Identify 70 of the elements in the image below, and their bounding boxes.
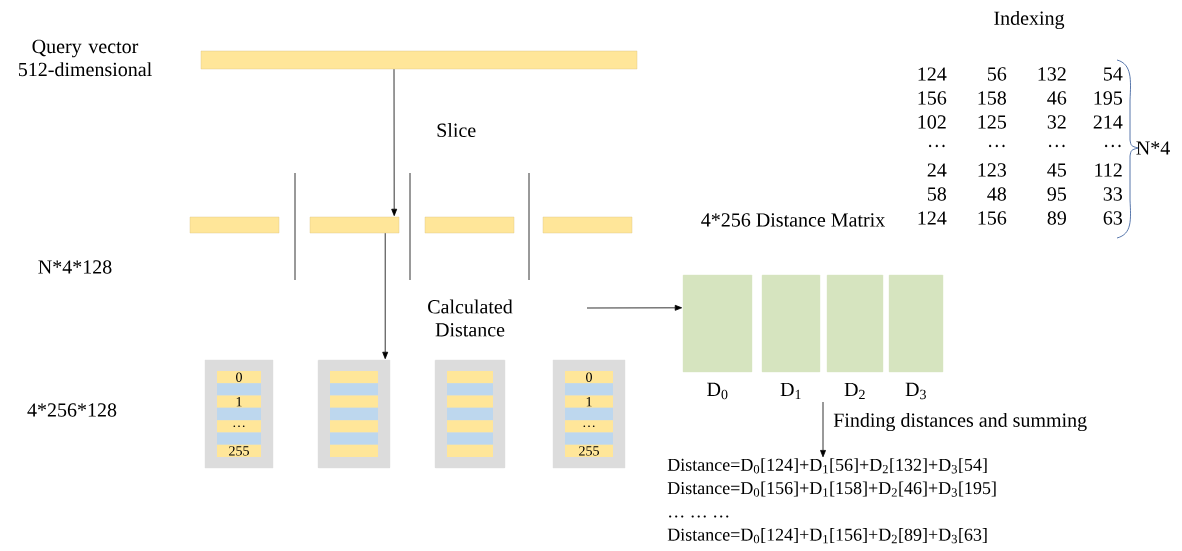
index-cell: 112	[1095, 163, 1122, 177]
codebook-block	[317, 359, 391, 469]
index-cell: 24	[927, 163, 947, 177]
codebook-block	[552, 359, 626, 469]
formula-line: Distance=D$_{0}$[124]+D$_{1}$[56]+D$_{2}$[132]+D$_{3}$[54]	[667, 458, 987, 474]
stripe-label: …	[233, 425, 245, 428]
index-cell: 63	[1103, 211, 1123, 225]
stripe-label: 0	[236, 372, 242, 382]
stripe-label: 0	[586, 372, 592, 382]
index-cell: 48	[987, 187, 1007, 201]
formula-line: Distance=D$_{0}$[124]+D$_{1}$[156]+D$_{2}$[89]+D$_{3}$[63]	[667, 528, 987, 544]
stripe-label: 1	[236, 397, 242, 407]
index-cell: …	[988, 144, 1005, 148]
stripe-label: 1	[586, 397, 592, 407]
arrow	[586, 304, 683, 311]
index-cell: 125	[978, 115, 1007, 129]
index-cell: 58	[928, 187, 947, 201]
stripe-label: …	[583, 425, 595, 428]
index-cell: 46	[1047, 91, 1067, 105]
index-cell: 54	[1104, 67, 1123, 81]
index-cell: 123	[978, 163, 1007, 177]
formula-line: … … …	[669, 515, 729, 518]
block-label: D$_{0}$	[707, 382, 728, 400]
index-cell: 102	[918, 115, 946, 129]
stripe-label: 255	[579, 446, 599, 456]
block-label: D$_{3}$	[905, 382, 926, 400]
matrix-block	[682, 274, 753, 373]
index-cell: 124	[918, 67, 947, 81]
side-label: N*4*128	[38, 260, 112, 274]
block-label: D$_{1}$	[780, 382, 801, 400]
edge-label: Finding distances and summing	[833, 412, 1087, 432]
index-cell: 33	[1103, 187, 1123, 201]
index-cell: 32	[1047, 115, 1066, 129]
side-label: Query vector 512-dimensional	[18, 39, 152, 77]
formula-line: Distance=D$_{0}$[156]+D$_{1}$[158]+D$_{2}$[46]+D$_{3}$[195]	[667, 481, 996, 497]
index-cell: 56	[988, 67, 1007, 81]
block-label: D$_{2}$	[844, 382, 865, 400]
vector-bar	[542, 216, 633, 234]
side-label: 4*256*128	[27, 403, 117, 417]
index-cell: …	[1048, 144, 1065, 148]
matrix-title: Indexing	[994, 10, 1065, 30]
index-cell: 95	[1047, 187, 1067, 201]
dimension-label: N*4	[1136, 141, 1170, 155]
arrow	[391, 68, 398, 217]
arrow	[382, 232, 389, 360]
vector-bar	[309, 216, 400, 234]
matrix-title: 4*256 Distance Matrix	[701, 213, 885, 227]
arrow	[820, 401, 826, 458]
index-cell: 214	[1093, 115, 1123, 129]
matrix-block	[888, 274, 944, 373]
edge-label: Slice	[437, 122, 476, 138]
matrix-block	[761, 274, 821, 373]
index-cell: 156	[978, 211, 1007, 225]
index-cell: 156	[918, 91, 947, 105]
index-cell: 195	[1094, 91, 1123, 105]
index-cell: 124	[918, 211, 947, 225]
codebook-block	[434, 359, 506, 469]
index-cell: 158	[978, 91, 1007, 105]
matrix-block	[826, 274, 884, 373]
stripe-label: 255	[229, 446, 249, 456]
index-cell: 45	[1047, 163, 1067, 177]
vector-bar	[189, 216, 280, 234]
index-cell: …	[1104, 144, 1121, 148]
index-cell: …	[928, 144, 945, 148]
vector-bar	[200, 50, 638, 70]
index-cell: 132	[1038, 67, 1066, 81]
edge-label: Calculated Distance	[428, 299, 513, 337]
index-cell: 89	[1047, 211, 1066, 225]
codebook-block	[204, 359, 274, 469]
vector-bar	[424, 216, 515, 234]
